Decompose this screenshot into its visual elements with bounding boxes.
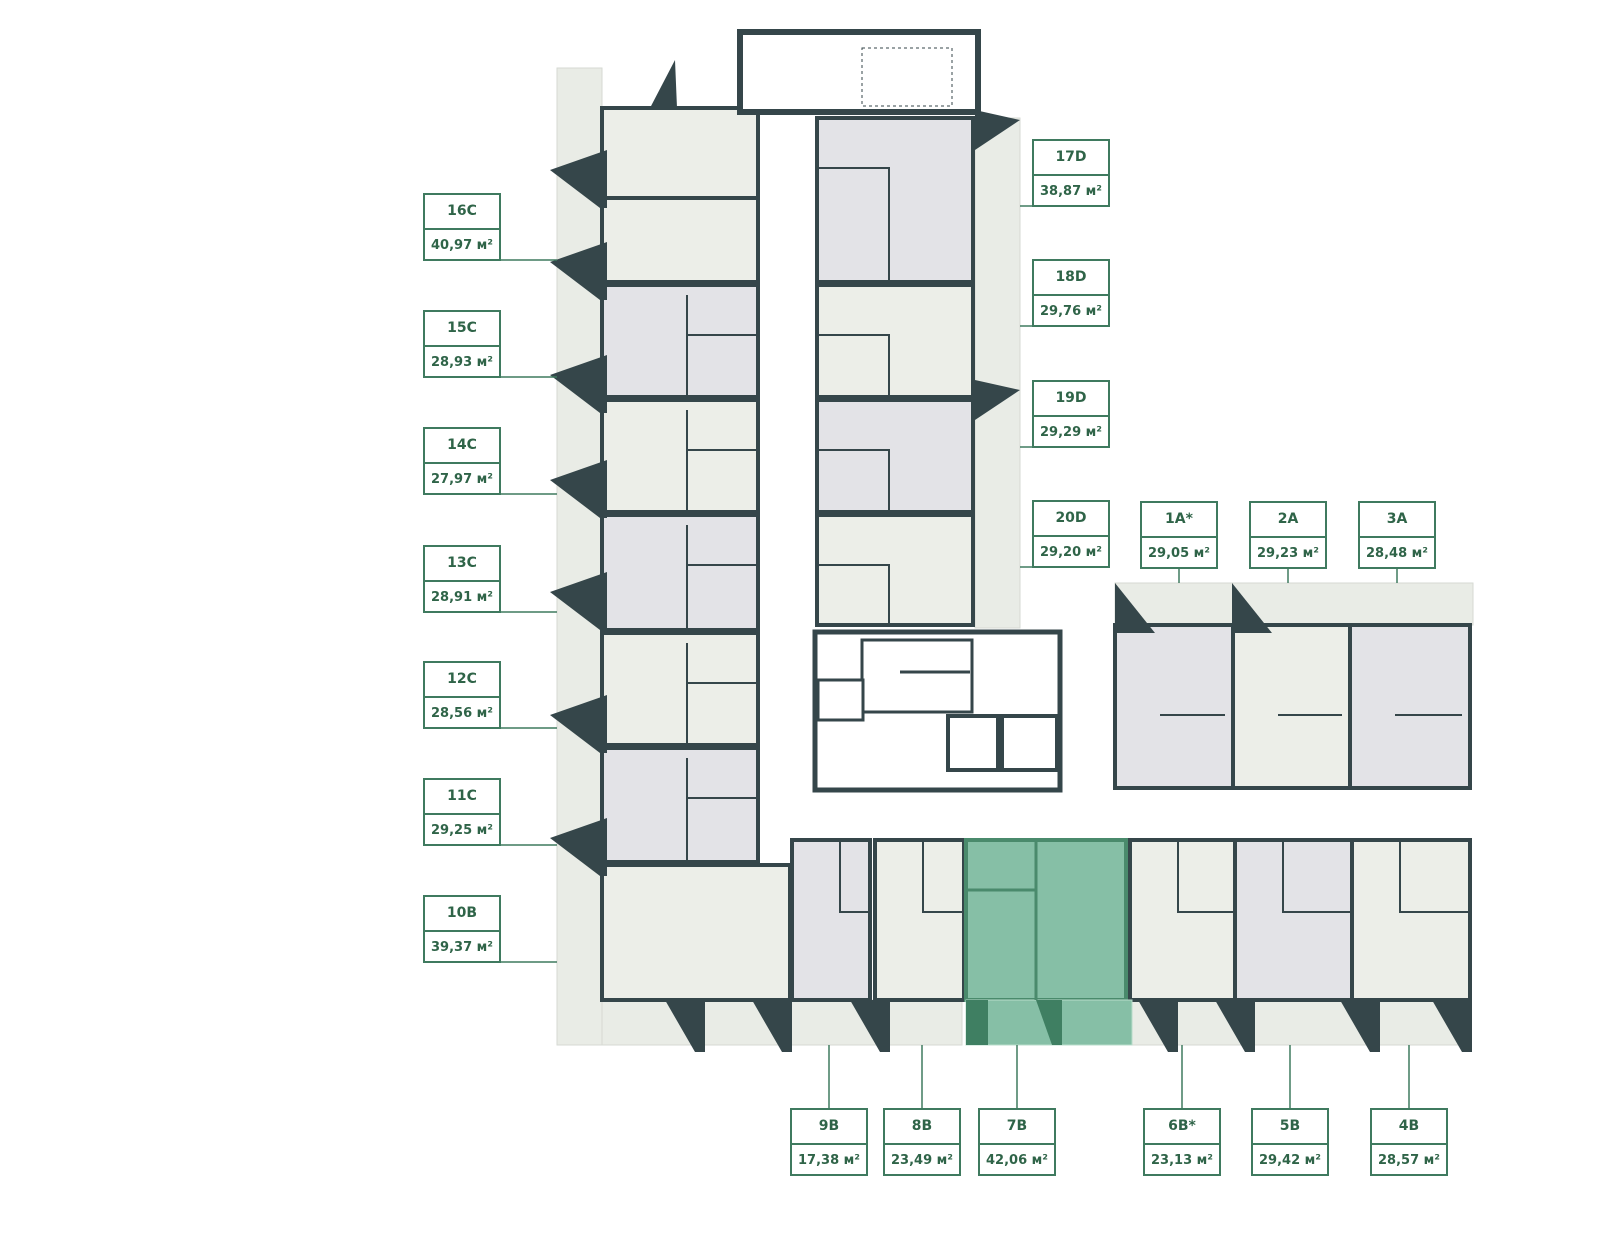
- unit-label-13c[interactable]: 13C 28,91 м²: [423, 545, 501, 613]
- unit-area: 23,13 м²: [1151, 1153, 1213, 1168]
- unit-area: 39,37 м²: [431, 940, 493, 955]
- unit-code: 1A*: [1142, 503, 1216, 538]
- unit-code: 17D: [1034, 141, 1108, 176]
- unit-code: 13C: [425, 547, 499, 582]
- unit-label-1a[interactable]: 1A* 29,05 м²: [1140, 501, 1218, 569]
- unit-code: 6B*: [1145, 1110, 1219, 1145]
- unit-area: 28,57 м²: [1378, 1153, 1440, 1168]
- unit-area: 28,56 м²: [431, 706, 493, 721]
- unit-code: 2A: [1251, 503, 1325, 538]
- unit-label-15c[interactable]: 15C 28,93 м²: [423, 310, 501, 378]
- unit-area: 29,23 м²: [1257, 546, 1319, 561]
- unit-area: 27,97 м²: [431, 472, 493, 487]
- selected-unit-7B[interactable]: [964, 838, 1133, 1046]
- unit-label-18d[interactable]: 18D 29,76 м²: [1032, 259, 1110, 327]
- unit-label-19d[interactable]: 19D 29,29 м²: [1032, 380, 1110, 448]
- unit-code: 11C: [425, 780, 499, 815]
- rooms: [600, 106, 1472, 1002]
- unit-label-9b[interactable]: 9B 17,38 м²: [790, 1108, 868, 1176]
- unit-area: 23,49 м²: [891, 1153, 953, 1168]
- unit-area: 28,48 м²: [1366, 546, 1428, 561]
- unit-area: 28,93 м²: [431, 355, 493, 370]
- unit-label-5b[interactable]: 5B 29,42 м²: [1251, 1108, 1329, 1176]
- unit-code: 8B: [885, 1110, 959, 1145]
- unit-label-4b[interactable]: 4B 28,57 м²: [1370, 1108, 1448, 1176]
- unit-code: 18D: [1034, 261, 1108, 296]
- unit-code: 14C: [425, 429, 499, 464]
- unit-label-16c[interactable]: 16C 40,97 м²: [423, 193, 501, 261]
- unit-area: 17,38 м²: [798, 1153, 860, 1168]
- unit-label-3a[interactable]: 3A 28,48 м²: [1358, 501, 1436, 569]
- unit-label-17d[interactable]: 17D 38,87 м²: [1032, 139, 1110, 207]
- unit-area: 40,97 м²: [431, 238, 493, 253]
- unit-code: 3A: [1360, 503, 1434, 538]
- unit-label-11c[interactable]: 11C 29,25 м²: [423, 778, 501, 846]
- unit-label-20d[interactable]: 20D 29,20 м²: [1032, 500, 1110, 568]
- unit-area: 29,76 м²: [1040, 304, 1102, 319]
- unit-label-6b[interactable]: 6B* 23,13 м²: [1143, 1108, 1221, 1176]
- unit-label-7b[interactable]: 7B 42,06 м²: [978, 1108, 1056, 1176]
- unit-area: 28,91 м²: [431, 590, 493, 605]
- unit-code: 15C: [425, 312, 499, 347]
- unit-label-2a[interactable]: 2A 29,23 м²: [1249, 501, 1327, 569]
- unit-code: 20D: [1034, 502, 1108, 537]
- unit-code: 19D: [1034, 382, 1108, 417]
- unit-area: 42,06 м²: [986, 1153, 1048, 1168]
- unit-area: 29,25 м²: [431, 823, 493, 838]
- unit-code: 9B: [792, 1110, 866, 1145]
- unit-code: 12C: [425, 663, 499, 698]
- unit-area: 29,05 м²: [1148, 546, 1210, 561]
- unit-label-10b[interactable]: 10B 39,37 м²: [423, 895, 501, 963]
- leader-lines: [501, 205, 1410, 1108]
- unit-code: 10B: [425, 897, 499, 932]
- corridor: [760, 115, 1470, 840]
- unit-area: 29,29 м²: [1040, 425, 1102, 440]
- unit-area: 29,42 м²: [1259, 1153, 1321, 1168]
- wall-fins: [550, 60, 1472, 1052]
- unit-label-14c[interactable]: 14C 27,97 м²: [423, 427, 501, 495]
- unit-label-8b[interactable]: 8B 23,49 м²: [883, 1108, 961, 1176]
- unit-area: 29,20 м²: [1040, 545, 1102, 560]
- unit-code: 7B: [980, 1110, 1054, 1145]
- unit-label-12c[interactable]: 12C 28,56 м²: [423, 661, 501, 729]
- unit-code: 4B: [1372, 1110, 1446, 1145]
- stairs: [737, 29, 1063, 793]
- unit-code: 5B: [1253, 1110, 1327, 1145]
- unit-code: 16C: [425, 195, 499, 230]
- unit-area: 38,87 м²: [1040, 184, 1102, 199]
